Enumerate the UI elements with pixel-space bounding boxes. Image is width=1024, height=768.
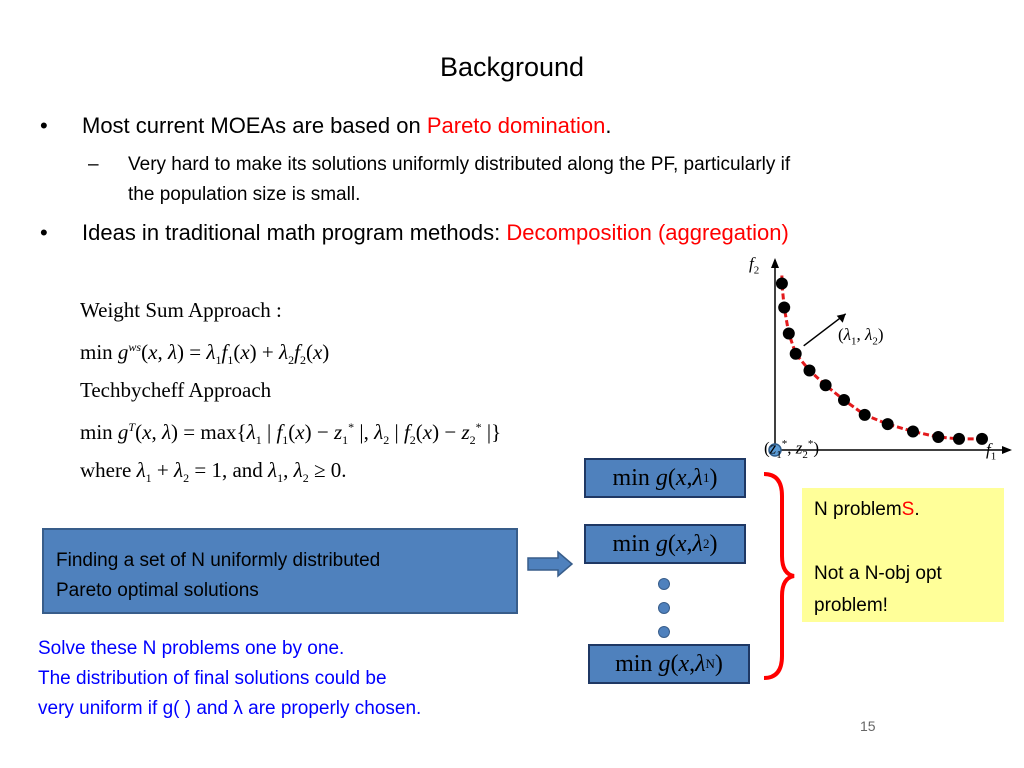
- highlight-decomposition: Decomposition (aggregation): [506, 220, 789, 245]
- ideal-point-label: (z1*, z2*): [764, 438, 820, 462]
- problem-index-1: 1: [702, 470, 710, 485]
- weight-sum-equation: min gws(x, λ) = λ1f1(x) + λ2f2(x): [80, 340, 330, 368]
- weight-vector-line: [803, 313, 847, 347]
- highlight-pareto-domination: Pareto domination: [426, 113, 606, 138]
- pareto-front-chart: [768, 258, 1012, 457]
- weight-sum-label: Weight Sum Approach :: [80, 298, 282, 322]
- note-period: .: [914, 499, 920, 520]
- axis-label-f2: f2: [749, 254, 759, 276]
- pareto-point: [953, 432, 965, 445]
- bullet-marker: •: [40, 113, 48, 138]
- right-arrow-icon: [527, 550, 574, 578]
- problem-index-2: 2: [702, 536, 710, 551]
- ellipsis-dot: [658, 578, 670, 590]
- axis-f1-letter: f: [986, 440, 991, 459]
- bullet-text: Most current MOEAs are based on: [82, 113, 427, 138]
- ideal-point: [768, 443, 782, 457]
- weight-vector-label: (λ1, λ2): [838, 325, 884, 348]
- pareto-point: [838, 394, 850, 407]
- pareto-point: [858, 408, 871, 421]
- where-label: where: [80, 458, 132, 482]
- pareto-point: [881, 418, 894, 431]
- pareto-point: [907, 425, 919, 438]
- pareto-point: [778, 301, 791, 314]
- sub-line-2: the population size is small.: [128, 184, 361, 205]
- axis-f1-sub: 1: [990, 450, 997, 463]
- axis-f2-letter: f: [749, 254, 754, 273]
- pareto-point: [803, 364, 816, 377]
- pareto-point: [775, 277, 788, 290]
- conclusion-line-3: very uniform if g( ) and λ are properly …: [38, 698, 422, 719]
- axis-f2-arrow-icon: [771, 258, 779, 268]
- bullet-end: .: [605, 113, 612, 138]
- pareto-point: [932, 431, 945, 444]
- bullet-text: Ideas in traditional math program method…: [82, 220, 507, 245]
- note-box: N problemS. Not a N-obj opt problem!: [802, 488, 1004, 622]
- conclusion-line-1: Solve these N problems one by one.: [38, 638, 345, 659]
- axis-f1-arrow-icon: [1002, 446, 1012, 454]
- note-line-3: problem!: [814, 595, 888, 616]
- constraint-equation: where λ1 + λ2 = 1, and λ1, λ2 ≥ 0.: [80, 458, 347, 486]
- note-line-1: N problemS.: [814, 494, 992, 526]
- curly-brace-icon: [763, 472, 795, 680]
- sub-line-1: Very hard to make its solutions uniforml…: [128, 154, 791, 175]
- conclusion-text: Solve these N problems one by one. The d…: [38, 634, 421, 724]
- note-line-2: Not a N-obj opt: [814, 563, 942, 584]
- goal-line-2: Pareto optimal solutions: [56, 580, 259, 601]
- pareto-point: [782, 327, 795, 340]
- note-text: N problem: [814, 499, 902, 520]
- pareto-point: [789, 347, 802, 360]
- bullet-decomposition: Ideas in traditional math program method…: [82, 220, 789, 246]
- problem-index-n: N: [705, 656, 715, 671]
- goal-line-1: Finding a set of N uniformly distributed: [56, 550, 381, 571]
- ellipsis-dot: [658, 602, 670, 614]
- pareto-point: [976, 432, 988, 445]
- axis-f2-sub: 2: [753, 264, 760, 277]
- goal-box: Finding a set of N uniformly distributed…: [42, 528, 518, 614]
- weight-vector-arrow-icon: [836, 313, 846, 323]
- sub-bullet-text: Very hard to make its solutions uniforml…: [128, 150, 790, 210]
- bullet-marker: •: [40, 220, 48, 245]
- page-number: 15: [860, 718, 876, 734]
- note-highlight-s: S: [901, 499, 915, 520]
- tchebycheff-equation: min gT(x, λ) = max{λ1 | f1(x) − z1* |, λ…: [80, 420, 502, 448]
- sub-bullet-dash: –: [88, 154, 99, 175]
- axis-label-f1: f1: [986, 440, 996, 462]
- ellipsis-dot: [658, 626, 670, 638]
- pareto-front-curve: [780, 275, 982, 441]
- tchebycheff-label: Techbycheff Approach: [80, 378, 272, 402]
- pareto-point: [819, 379, 832, 392]
- bullet-pareto: Most current MOEAs are based on Pareto d…: [82, 113, 612, 139]
- slide-title: Background: [439, 52, 585, 82]
- conclusion-line-2: The distribution of final solutions coul…: [38, 668, 387, 689]
